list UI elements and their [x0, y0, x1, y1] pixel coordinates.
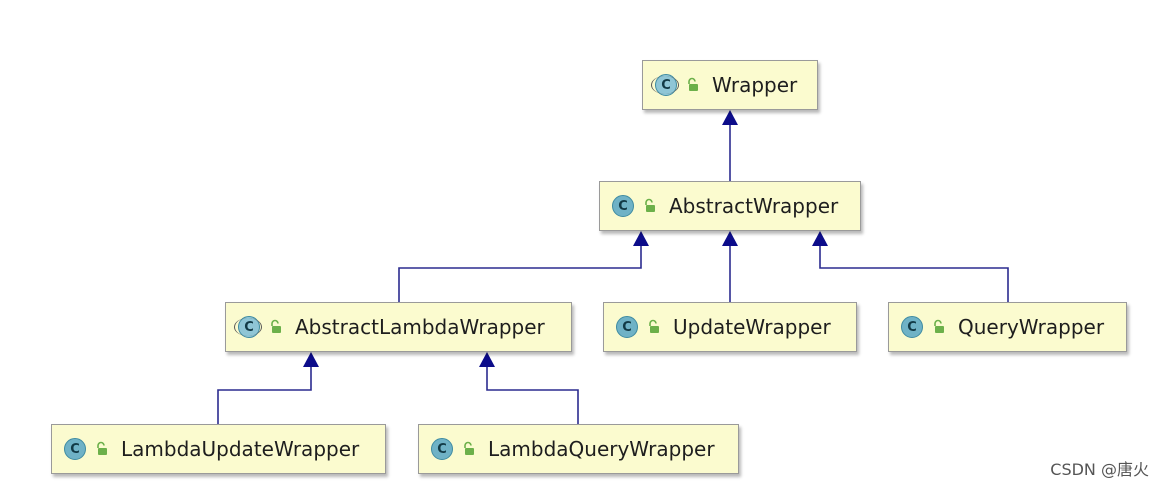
watermark: CSDN @唐火	[1050, 460, 1149, 479]
edge-lambdaupdatewrapper-to-abstractlambdawrapper	[217, 366, 312, 424]
arrowhead	[812, 231, 828, 246]
lock-icon	[645, 198, 655, 212]
lock-icon	[464, 441, 474, 455]
node-wrapper: C Wrapper	[642, 60, 818, 110]
node-label: QueryWrapper	[958, 315, 1105, 339]
node-abstract-lambda-wrapper: C AbstractLambdaWrapper	[225, 302, 572, 352]
edge-abstractlambdawrapper-to-abstractwrapper	[398, 245, 642, 302]
lock-icon	[688, 77, 698, 91]
lock-icon	[271, 319, 281, 333]
node-lambda-update-wrapper: C LambdaUpdateWrapper	[51, 424, 386, 474]
node-label: AbstractLambdaWrapper	[295, 315, 545, 339]
arrowhead	[722, 110, 738, 125]
node-update-wrapper: C UpdateWrapper	[603, 302, 857, 352]
class-icon: C	[431, 438, 453, 460]
arrowhead	[633, 231, 649, 246]
lock-icon	[649, 319, 659, 333]
node-abstract-wrapper: C AbstractWrapper	[599, 181, 861, 231]
abstract-class-icon: C	[651, 74, 679, 96]
edge-querywrapper-to-abstractwrapper	[819, 245, 1009, 302]
lock-icon	[934, 319, 944, 333]
class-icon: C	[901, 316, 923, 338]
lock-icon	[97, 441, 107, 455]
node-label: AbstractWrapper	[669, 194, 839, 218]
node-query-wrapper: C QueryWrapper	[888, 302, 1127, 352]
node-label: UpdateWrapper	[673, 315, 831, 339]
class-icon: C	[616, 316, 638, 338]
arrowhead	[479, 352, 495, 367]
class-icon: C	[612, 195, 634, 217]
edge-lambdaquerywrapper-to-abstractlambdawrapper	[486, 366, 579, 424]
node-lambda-query-wrapper: C LambdaQueryWrapper	[418, 424, 739, 474]
node-label: LambdaUpdateWrapper	[121, 437, 360, 461]
node-label: LambdaQueryWrapper	[488, 437, 715, 461]
node-label: Wrapper	[712, 73, 798, 97]
arrowhead	[303, 352, 319, 367]
abstract-class-icon: C	[234, 316, 262, 338]
arrowhead	[722, 231, 738, 246]
class-icon: C	[64, 438, 86, 460]
